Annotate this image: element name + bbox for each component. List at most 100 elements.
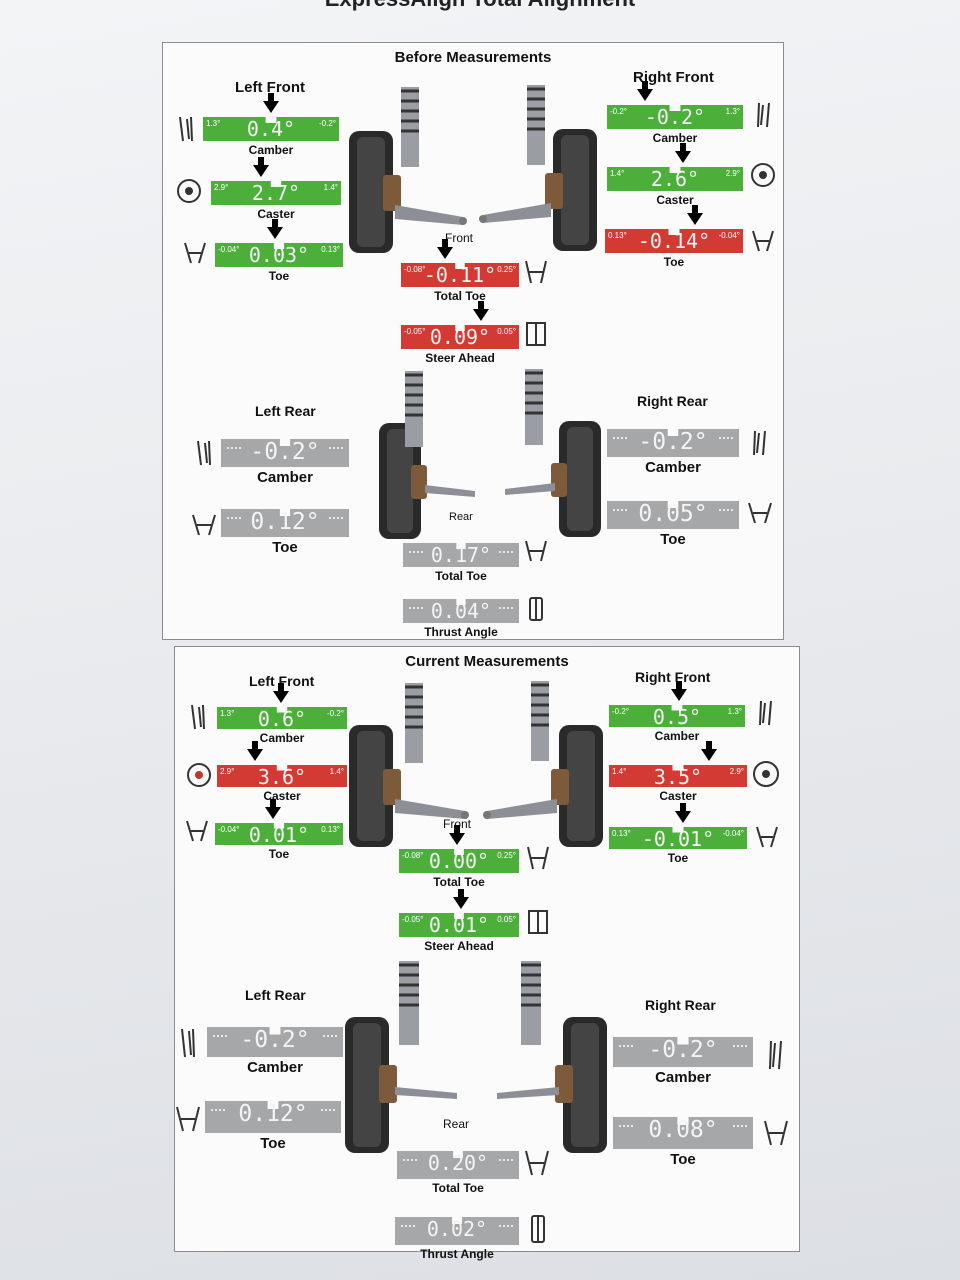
right-rear-toe-value: 0.05° bbox=[638, 501, 708, 527]
left-rear-label: Left Rear bbox=[255, 403, 316, 419]
left-rear-camber-value: -0.2° bbox=[240, 1027, 310, 1053]
rear-thrust-angle-meter: 0.04° Thrust Angle bbox=[403, 595, 519, 639]
left-rear-toe-value: 0.12° bbox=[238, 1101, 308, 1127]
left-front-toe-value: 0.01° bbox=[248, 823, 310, 847]
front-suspension-illustration bbox=[349, 681, 603, 847]
left-rear-camber-value: -0.2° bbox=[250, 439, 320, 465]
caster-icon bbox=[187, 763, 211, 787]
left-rear-wheel-drawing bbox=[345, 961, 457, 1153]
camber-icon bbox=[191, 704, 205, 730]
left-front-toe-meter: -0.04° 0.13° 0.01° Toe bbox=[215, 799, 343, 861]
steer-ahead-icon bbox=[528, 910, 548, 934]
rear-suspension-illustration bbox=[345, 961, 607, 1153]
front-suspension-illustration bbox=[349, 85, 597, 253]
toe-label: Toe bbox=[670, 1151, 696, 1168]
total-toe-indicator-arrow bbox=[449, 825, 465, 845]
right-front-label: Right Front bbox=[635, 669, 711, 685]
camber-label: Camber bbox=[654, 729, 700, 743]
left-front-camber-meter: 1.3° -0.2° 0.4° Camber bbox=[203, 93, 339, 157]
total-toe-indicator-arrow bbox=[437, 239, 453, 259]
rear-thrust-angle-value: 0.02° bbox=[426, 1217, 488, 1241]
toe-label: Toe bbox=[272, 539, 298, 556]
caster-icon bbox=[751, 163, 775, 187]
toe-indicator-arrow bbox=[675, 803, 691, 823]
toe-label: Toe bbox=[260, 1135, 286, 1152]
front-total-toe-meter: -0.08° 0.25° -0.11° Total Toe bbox=[401, 239, 519, 303]
caster-indicator-arrow bbox=[247, 741, 263, 761]
steer-ahead-indicator-arrow bbox=[453, 889, 469, 909]
front-steer-ahead-value: 0.09° bbox=[429, 325, 491, 349]
left-front-caster-value: 2.7° bbox=[251, 181, 301, 205]
toe-icon bbox=[176, 1106, 200, 1132]
caster-label: Caster bbox=[656, 193, 694, 207]
rear-suspension-illustration bbox=[379, 369, 601, 539]
right-front-caster-value: 2.6° bbox=[650, 167, 700, 191]
right-front-camber-value: -0.2° bbox=[644, 105, 706, 129]
camber-label: Camber bbox=[652, 131, 698, 145]
left-rear-toe-value: 0.12° bbox=[250, 509, 320, 535]
thrust-angle-icon bbox=[529, 597, 543, 621]
caster-label: Caster bbox=[659, 789, 697, 803]
left-front-wheel-drawing bbox=[349, 87, 467, 253]
rear-label: Rear bbox=[443, 1117, 470, 1131]
camber-label: Camber bbox=[259, 731, 305, 745]
left-rear-camber-meter: -0.2° Camber bbox=[221, 435, 349, 486]
camber-icon bbox=[759, 700, 772, 726]
total-toe-label: Total Toe bbox=[432, 1181, 484, 1195]
caster-label: Caster bbox=[263, 789, 301, 803]
left-rear-camber-meter: -0.2° Camber bbox=[207, 1023, 343, 1076]
toe-icon bbox=[192, 514, 216, 536]
total-toe-label: Total Toe bbox=[435, 569, 487, 583]
right-rear-camber-meter: -0.2° Camber bbox=[607, 425, 739, 476]
caster-icon bbox=[753, 761, 779, 787]
camber-icon bbox=[181, 1028, 195, 1058]
left-front-wheel-drawing bbox=[349, 683, 469, 847]
toe-label: Toe bbox=[660, 531, 686, 548]
rear-thrust-angle-value: 0.04° bbox=[430, 599, 492, 623]
left-rear-wheel-drawing bbox=[379, 371, 475, 539]
camber-label: Camber bbox=[645, 459, 701, 476]
toe-label: Toe bbox=[663, 255, 685, 269]
left-front-label: Left Front bbox=[249, 673, 315, 689]
left-front-toe-meter: -0.04° 0.13° 0.03° Toe bbox=[215, 219, 343, 283]
panel-title: Current Measurements bbox=[405, 653, 569, 670]
left-front-caster-meter: 2.9° 1.4° 2.7° Caster bbox=[211, 157, 341, 221]
left-front-camber-value: 0.6° bbox=[257, 707, 307, 731]
front-label: Front bbox=[445, 231, 474, 245]
front-steer-ahead-meter: -0.05° 0.05° 0.01° Steer Ahead bbox=[399, 889, 519, 953]
front-steer-ahead-meter: -0.05° 0.05° 0.09° Steer Ahead bbox=[401, 301, 519, 365]
toe-icon bbox=[184, 242, 206, 264]
caster-label: Caster bbox=[257, 207, 295, 221]
total-toe-icon bbox=[527, 846, 549, 870]
total-toe-icon bbox=[525, 1150, 549, 1176]
left-front-caster-value: 3.6° bbox=[257, 765, 307, 789]
steer-ahead-indicator-arrow bbox=[473, 301, 489, 321]
right-rear-camber-meter: -0.2° Camber bbox=[613, 1033, 753, 1086]
camber-label: Camber bbox=[257, 469, 313, 486]
toe-icon bbox=[748, 502, 772, 524]
toe-indicator-arrow bbox=[687, 205, 703, 225]
left-front-toe-value: 0.03° bbox=[248, 243, 310, 267]
left-front-label: Left Front bbox=[235, 79, 305, 96]
toe-icon bbox=[756, 826, 778, 848]
right-front-wheel-drawing bbox=[479, 85, 597, 251]
right-front-toe-meter: 0.13° -0.04° -0.01° Toe bbox=[609, 803, 747, 865]
steer-ahead-label: Steer Ahead bbox=[424, 939, 494, 953]
right-rear-label: Right Rear bbox=[645, 997, 716, 1013]
front-total-toe-value: -0.11° bbox=[423, 263, 497, 287]
camber-label: Camber bbox=[247, 1059, 303, 1076]
thrust-angle-label: Thrust Angle bbox=[424, 625, 498, 639]
right-front-caster-meter: 1.4° 2.9° 3.5° Caster bbox=[609, 741, 747, 803]
rear-total-toe-value: 0.17° bbox=[430, 543, 492, 567]
camber-icon bbox=[757, 102, 770, 128]
front-total-toe-value: 0.00° bbox=[428, 849, 490, 873]
right-rear-camber-value: -0.2° bbox=[638, 429, 708, 455]
front-label: Front bbox=[443, 817, 472, 831]
thrust-angle-icon bbox=[531, 1215, 545, 1243]
right-front-camber-value: 0.5° bbox=[652, 705, 702, 729]
right-rear-wheel-drawing bbox=[497, 961, 607, 1153]
camber-label: Camber bbox=[248, 143, 294, 157]
camber-label: Camber bbox=[655, 1069, 711, 1086]
toe-icon bbox=[752, 230, 774, 252]
left-rear-toe-meter: 0.12° Toe bbox=[221, 505, 349, 556]
